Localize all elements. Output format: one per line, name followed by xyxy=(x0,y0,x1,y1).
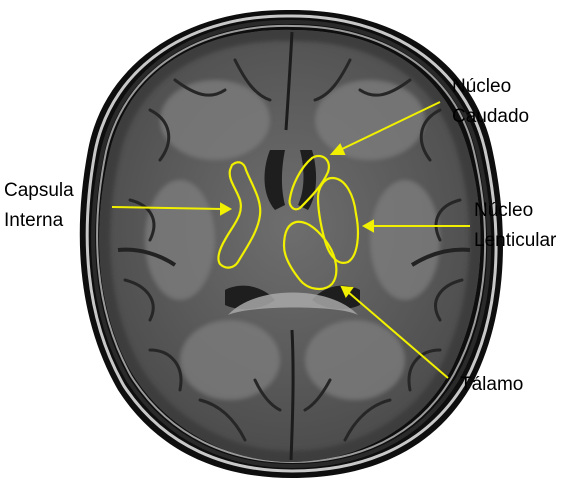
label-lenticular-line1: Núcleo xyxy=(474,200,533,221)
label-talamo: Tálamo xyxy=(460,374,523,395)
label-lenticular-line2: Lenticular xyxy=(474,230,557,251)
label-caudado-line1: Núcleo xyxy=(452,76,511,97)
brain-tissue xyxy=(99,30,480,462)
label-capsula-line2: Interna xyxy=(4,210,64,231)
label-caudado-line2: Caudado xyxy=(452,106,529,127)
label-capsula-line1: Capsula xyxy=(4,180,74,201)
